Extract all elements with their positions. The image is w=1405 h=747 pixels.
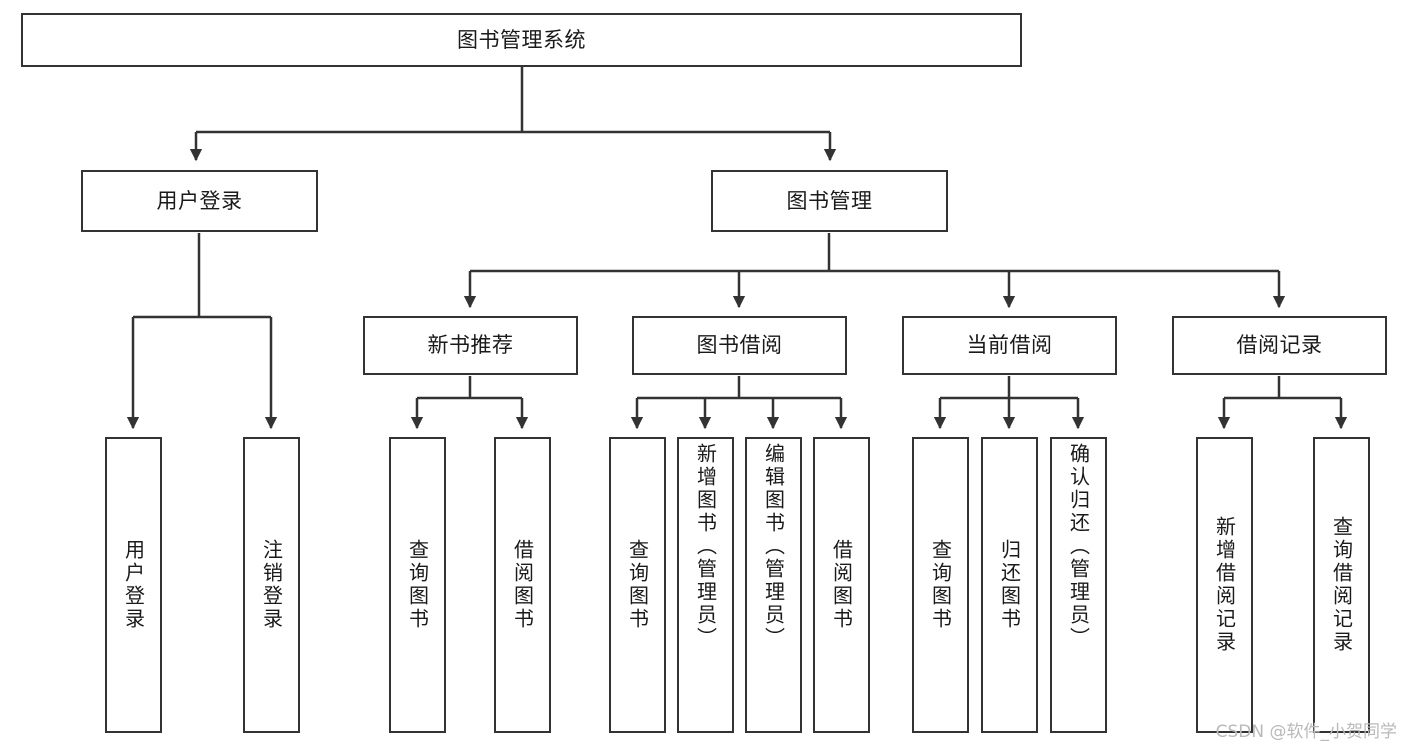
node-label: 查询图书 (928, 539, 953, 631)
leaf-current-return-book[interactable]: 归还图书 (981, 437, 1038, 733)
node-label: 图书借阅 (696, 333, 783, 358)
leaf-newbook-borrow-book[interactable]: 借阅图书 (494, 437, 551, 733)
node-label: 新书推荐 (427, 333, 514, 358)
node-label: 查询借阅记录 (1329, 516, 1354, 654)
node-label: 用户登录 (156, 188, 243, 213)
node-label: 编辑图书（管理员） (761, 443, 786, 650)
leaf-user-login[interactable]: 用户登录 (105, 437, 162, 733)
node-label: 查询图书 (405, 539, 430, 631)
node-label: 用户登录 (121, 539, 146, 631)
node-new-book-recommend[interactable]: 新书推荐 (363, 316, 578, 375)
node-book-management-module[interactable]: 图书管理 (711, 170, 948, 232)
leaf-borrow-edit-book-admin[interactable]: 编辑图书（管理员） (745, 437, 802, 733)
node-label: 新增借阅记录 (1212, 516, 1237, 654)
leaf-current-confirm-return-admin[interactable]: 确认归还（管理员） (1050, 437, 1107, 733)
node-borrow-record[interactable]: 借阅记录 (1172, 316, 1387, 375)
node-label: 新增图书（管理员） (693, 443, 718, 650)
node-label: 确认归还（管理员） (1066, 443, 1091, 650)
node-label: 借阅图书 (829, 539, 854, 631)
node-label: 图书管理系统 (457, 27, 586, 52)
leaf-newbook-query-book[interactable]: 查询图书 (389, 437, 446, 733)
node-label: 归还图书 (997, 539, 1022, 631)
leaf-current-query-book[interactable]: 查询图书 (912, 437, 969, 733)
node-current-borrow[interactable]: 当前借阅 (902, 316, 1117, 375)
node-label: 借阅图书 (510, 539, 535, 631)
node-label: 当前借阅 (966, 333, 1053, 358)
node-user-login-module[interactable]: 用户登录 (81, 170, 318, 232)
leaf-borrow-borrow-book[interactable]: 借阅图书 (813, 437, 870, 733)
node-book-borrow[interactable]: 图书借阅 (632, 316, 847, 375)
leaf-record-add-record[interactable]: 新增借阅记录 (1196, 437, 1253, 733)
node-label: 查询图书 (625, 539, 650, 631)
leaf-user-logout[interactable]: 注销登录 (243, 437, 300, 733)
node-root-system[interactable]: 图书管理系统 (21, 13, 1022, 67)
watermark-text: CSDN @软件_小贺同学 (1215, 722, 1397, 742)
leaf-borrow-query-book[interactable]: 查询图书 (609, 437, 666, 733)
node-label: 图书管理 (786, 188, 873, 213)
node-label: 借阅记录 (1236, 333, 1323, 358)
leaf-borrow-add-book-admin[interactable]: 新增图书（管理员） (677, 437, 734, 733)
node-label: 注销登录 (259, 539, 284, 631)
leaf-record-query-record[interactable]: 查询借阅记录 (1313, 437, 1370, 733)
